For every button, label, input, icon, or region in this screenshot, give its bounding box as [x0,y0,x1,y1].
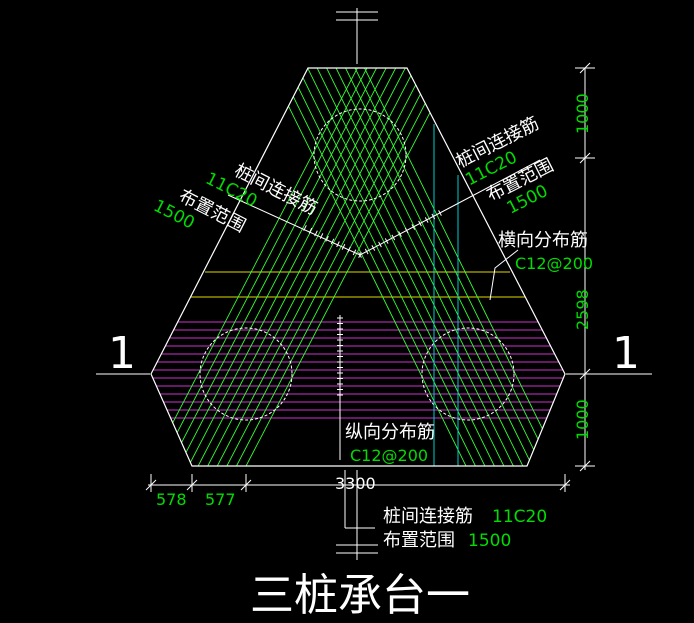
tick [330,238,335,245]
rebar-line [203,68,448,466]
annotation-left: 桩间连接筋 11C20 布置范围 1500 [150,160,320,237]
pile-cap-outline [150,67,566,467]
dim-bottom-3: 3300 [335,474,376,493]
rebar-line [328,68,561,466]
bottom-range-value: 1500 [468,531,511,551]
tick [378,241,382,248]
rebar-line [335,68,565,466]
rebar-line [151,68,388,466]
leader-lines [227,159,541,529]
bottom-range-label: 布置范围 [383,530,455,551]
rebar-line [196,68,441,466]
tick [341,243,346,250]
tick [314,230,318,237]
horizontal-distribution-bars [190,271,525,298]
horizontal-dist-name: 横向分布筋 [498,230,588,251]
tick [384,238,389,244]
tick [404,227,409,234]
bottom-rebar-spec: 11C20 [492,507,547,527]
tick [438,210,442,216]
dim-right-middle: 2598 [573,289,592,330]
rebar-line [312,68,546,466]
tick [371,245,376,251]
rebar-line [218,68,463,466]
pile-top [313,108,407,202]
rebar-line [274,68,508,466]
tick [319,233,324,240]
bottom-dimension-line [145,474,571,492]
tick [391,234,396,241]
tick [364,248,369,255]
centerline-top [336,8,378,64]
leader-ticks [303,210,442,396]
cyan-reference-lines [433,124,459,466]
rebar-line [290,68,523,466]
right-dimension-line [575,62,595,472]
rebar-line [259,68,493,466]
tick [424,217,429,223]
rebar-line [158,68,403,466]
section-mark-right: 1 [612,328,640,379]
rebar-line [211,68,456,466]
tick [411,224,416,230]
drawing-title: 三桩承台一 [250,570,470,621]
rebar-line [151,68,395,466]
tick [336,241,340,248]
tick [398,231,402,237]
rebar-line [282,68,516,466]
rebar-line [297,68,531,466]
tick [308,227,313,234]
dim-bottom-2: 577 [205,490,236,509]
tick [303,225,307,231]
rebar-line [173,68,418,466]
piles [199,108,515,421]
section-mark-left: 1 [108,328,136,379]
tick [347,246,351,253]
vertical-dist-name: 纵向分布筋 [345,422,435,443]
vertical-dist-spec: C12@200 [350,446,428,465]
rebar-line [267,68,500,466]
pile-left [199,327,293,421]
rebar-line [305,68,538,466]
dim-right-bottom: 1000 [573,399,592,440]
rebar-line [165,68,410,466]
rebar-line [320,68,554,466]
rebar-line [188,68,433,466]
tick [325,235,329,242]
annotation-right: 桩间连接筋 11C20 布置范围 1500 [453,113,557,219]
pile-connection-rebar [151,68,565,466]
vertical-distribution-bars [151,321,565,419]
tick [352,249,357,256]
pile-right [421,327,515,421]
tick [431,213,436,220]
dim-bottom-1: 578 [156,490,187,509]
dim-right-top: 1000 [573,93,592,134]
horizontal-dist-spec: C12@200 [515,254,593,273]
tick [418,220,422,227]
bottom-rebar-name: 桩间连接筋 [383,506,473,527]
tick [358,252,362,258]
